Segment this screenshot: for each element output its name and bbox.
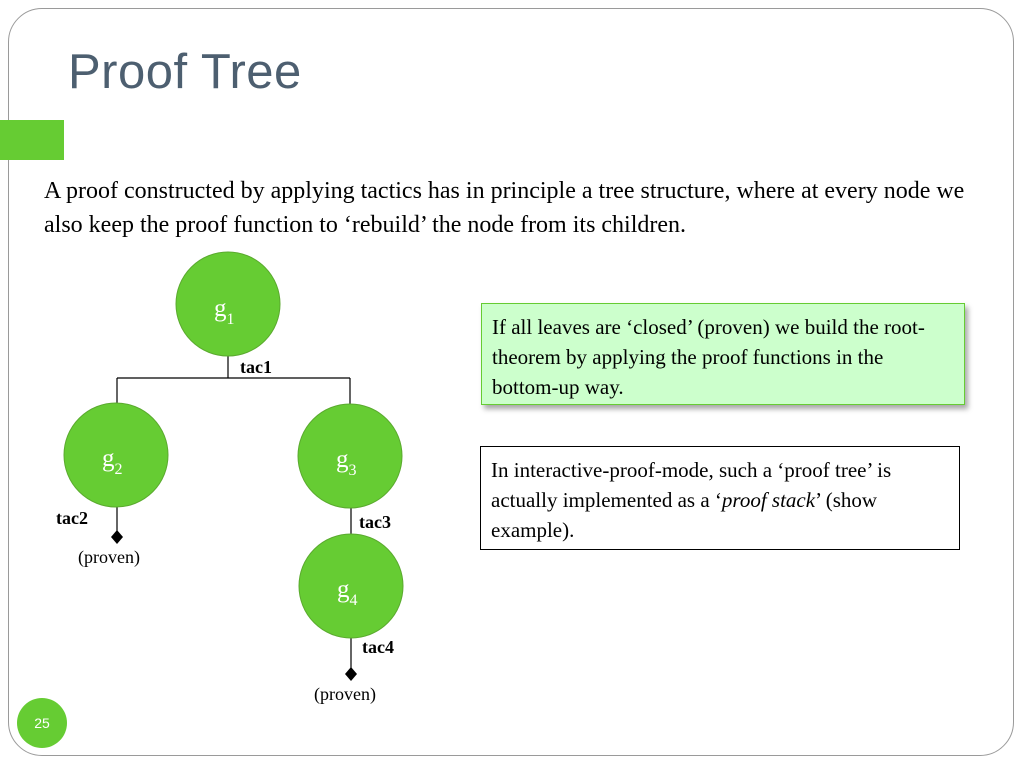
tree-node-g4: g4: [298, 533, 404, 639]
slide-frame: [8, 8, 1014, 756]
node-g1-base: g: [214, 295, 227, 322]
svg-text:g1: g1: [214, 295, 235, 328]
tactic-label-tac3: tac3: [359, 512, 391, 532]
proof-stack-text-suffix: ’ (show example).: [491, 488, 878, 542]
title-accent-bar: [0, 120, 64, 160]
slide-title: Proof Tree: [68, 45, 302, 99]
intro-paragraph: A proof constructed by applying tactics …: [44, 178, 965, 238]
tree-node-g2: g2: [63, 402, 169, 508]
leaf-diamond-g2: [111, 530, 123, 544]
node-g4-base: g: [337, 576, 350, 603]
proof-stack-text-prefix: In interactive-proof-mode, such a ‘proof…: [491, 458, 892, 512]
node-g3-sub: 3: [349, 462, 357, 479]
node-g1-sub: 1: [227, 311, 235, 328]
node-g2-sub: 2: [115, 461, 123, 478]
tree-node-g1: g1: [175, 251, 281, 357]
node-g4-sub: 4: [350, 592, 358, 609]
proof-stack-callout: In interactive-proof-mode, such a ‘proof…: [480, 446, 960, 550]
svg-text:g3: g3: [336, 446, 357, 479]
tree-node-g3: g3: [297, 403, 403, 509]
page-number-badge: 25: [17, 698, 67, 748]
tactic-label-tac2: tac2: [56, 508, 88, 528]
tactic-label-tac1: tac1: [240, 357, 272, 377]
node-g2-base: g: [102, 445, 115, 472]
bottom-up-callout: If all leaves are ‘closed’ (proven) we b…: [481, 303, 965, 405]
svg-text:g2: g2: [102, 445, 123, 478]
leaf-diamond-g4: [345, 667, 357, 681]
proven-label-g2: (proven): [78, 547, 140, 568]
tactic-label-tac4: tac4: [362, 637, 394, 657]
node-g3-base: g: [336, 446, 349, 473]
svg-text:g4: g4: [337, 576, 358, 609]
proven-label-g4: (proven): [314, 684, 376, 705]
proof-stack-emphasis: proof stack: [721, 488, 816, 512]
